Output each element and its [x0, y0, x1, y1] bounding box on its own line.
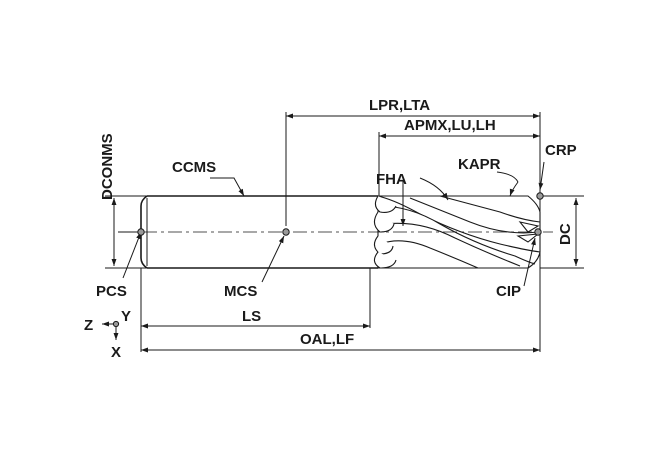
- ls-label: LS: [242, 308, 261, 325]
- axis-y-label: Y: [121, 308, 131, 325]
- lpr-lta-label: LPR,LTA: [369, 97, 430, 114]
- leader-lines: [122, 161, 545, 287]
- crp-point: [536, 192, 544, 200]
- dc-label: DC: [557, 223, 574, 245]
- kapr-label: KAPR: [458, 156, 501, 173]
- apmx-lu-lh-label: APMX,LU,LH: [404, 117, 496, 134]
- axis-x-label: X: [111, 344, 121, 361]
- pcs-label: PCS: [96, 283, 127, 300]
- cip-label: CIP: [496, 283, 521, 300]
- fha-label: FHA: [376, 171, 407, 188]
- axis-z-label: Z: [84, 317, 93, 334]
- oal-lf-label: OAL,LF: [300, 331, 354, 348]
- coordinate-axes: Z Y X: [84, 308, 131, 361]
- pcs-point: [137, 228, 145, 236]
- ccms-label: CCMS: [172, 159, 216, 176]
- dconms-label: DCONMS: [99, 133, 116, 200]
- crp-label: CRP: [545, 142, 577, 159]
- mcs-point: [282, 228, 290, 236]
- mcs-label: MCS: [224, 283, 257, 300]
- cip-point: [534, 228, 542, 236]
